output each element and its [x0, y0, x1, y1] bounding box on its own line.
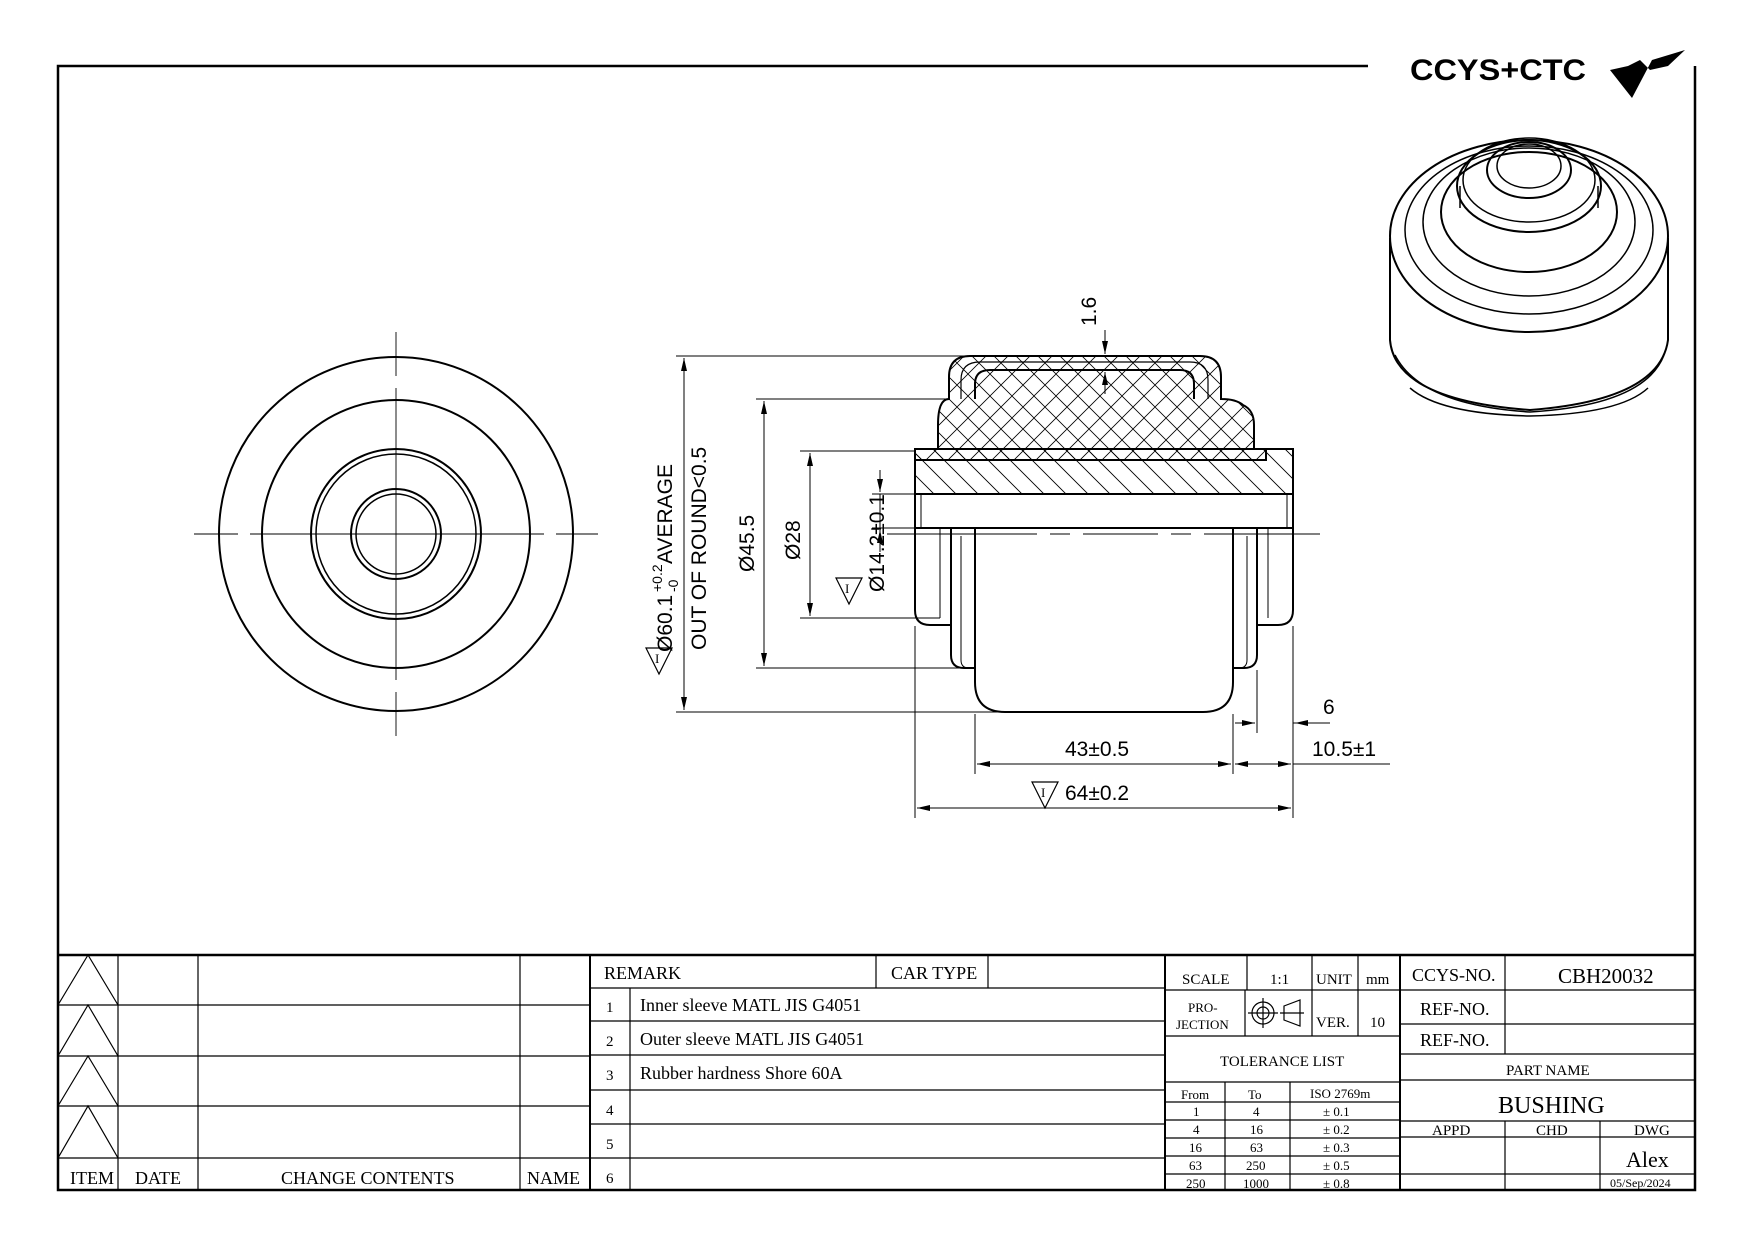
- dim-outer-tol-lower: -0: [665, 579, 681, 592]
- remark-no: 5: [606, 1137, 614, 1153]
- title-block: [57, 953, 1695, 1190]
- dwg-label: DWG: [1634, 1123, 1670, 1139]
- ver-value: 10: [1370, 1015, 1385, 1031]
- remark-label: REMARK: [604, 963, 681, 983]
- logo-emblem-icon: [1610, 50, 1685, 98]
- front-view: [194, 332, 598, 736]
- remarks-table: [590, 955, 1166, 1190]
- inspection-mark-icon: I: [1031, 781, 1059, 810]
- dim-28: Ø28: [782, 520, 805, 560]
- dimension-lines: [676, 330, 1390, 818]
- unit-value: mm: [1366, 972, 1390, 988]
- appd-label: APPD: [1432, 1123, 1471, 1139]
- dim-105: 10.5±1: [1312, 738, 1376, 761]
- inner-sleeve-section: [914, 448, 1294, 495]
- tol-to: 4: [1253, 1104, 1260, 1119]
- isometric-view: [1389, 137, 1669, 417]
- car-type-label: CAR TYPE: [891, 963, 977, 983]
- part-name-label: PART NAME: [1506, 1063, 1590, 1079]
- tol-value: ± 0.3: [1323, 1140, 1350, 1155]
- svg-text:I: I: [655, 651, 659, 666]
- ver-label: VER.: [1316, 1015, 1350, 1031]
- header-name: NAME: [527, 1168, 580, 1188]
- remark-no: 3: [606, 1068, 614, 1084]
- header-item: ITEM: [70, 1168, 114, 1188]
- tol-from: 4: [1193, 1122, 1200, 1137]
- dwg-name: Alex: [1626, 1147, 1669, 1172]
- header-change-contents: CHANGE CONTENTS: [281, 1168, 455, 1188]
- projection-label: PRO-: [1188, 1000, 1218, 1015]
- dim-outer-tol-upper: +0.2: [649, 564, 665, 592]
- tol-header-from: From: [1181, 1087, 1209, 1102]
- tol-value: ± 0.2: [1323, 1122, 1350, 1137]
- unit-label: UNIT: [1316, 972, 1352, 988]
- dimension-texts: Ø60.1 +0.2 -0 AVERAGE OUT OF ROUND<0.5 Ø…: [645, 297, 1376, 810]
- dim-142: Ø14.2±0.1: [866, 494, 889, 592]
- svg-text:I: I: [845, 581, 849, 596]
- revision-triangle-icon: [57, 953, 119, 1006]
- dim-outer-note: AVERAGE: [654, 464, 677, 564]
- ref-no-label: REF-NO.: [1420, 999, 1490, 1019]
- sheet-border: [56, 64, 1697, 1192]
- inspection-mark-icon: I: [645, 647, 673, 676]
- scale-label: SCALE: [1182, 972, 1230, 988]
- dim-455: Ø45.5: [736, 515, 759, 572]
- part-name-value: BUSHING: [1498, 1093, 1605, 1119]
- revision-triangle-icon: [57, 1003, 119, 1057]
- revision-triangle-icon: [57, 1104, 119, 1159]
- ccys-no-label: CCYS-NO.: [1412, 965, 1496, 985]
- dim-43: 43±0.5: [1065, 738, 1129, 761]
- tol-value: ± 0.1: [1323, 1104, 1350, 1119]
- remark-text: Inner sleeve MATL JIS G4051: [640, 995, 861, 1015]
- projection-label: JECTION: [1176, 1017, 1229, 1032]
- dim-outer-diameter: Ø60.1: [654, 595, 677, 652]
- remark-no: 6: [606, 1171, 614, 1187]
- svg-text:I: I: [1041, 785, 1045, 800]
- remark-no: 1: [606, 1000, 614, 1016]
- tol-to: 16: [1250, 1122, 1264, 1137]
- tolerance-title: TOLERANCE LIST: [1220, 1054, 1344, 1070]
- dim-out-of-round: OUT OF ROUND<0.5: [688, 447, 711, 650]
- company-logo: CCYS+CTC: [1410, 50, 1685, 98]
- tol-from: 16: [1189, 1140, 1203, 1155]
- dim-thickness: 1.6: [1078, 297, 1101, 326]
- chd-label: CHD: [1536, 1123, 1568, 1139]
- dim-64: 64±0.2: [1065, 782, 1129, 805]
- section-view: [887, 355, 1320, 713]
- ccys-no-value: CBH20032: [1558, 964, 1654, 988]
- tol-header-to: To: [1248, 1087, 1262, 1102]
- remark-no: 2: [606, 1034, 614, 1050]
- tol-to: 63: [1250, 1140, 1263, 1155]
- svg-text:CCYS+CTC: CCYS+CTC: [1410, 54, 1586, 87]
- scale-value: 1:1: [1270, 972, 1289, 988]
- tol-to: 250: [1246, 1158, 1266, 1173]
- header-date: DATE: [135, 1168, 181, 1188]
- change-table: [57, 953, 591, 1190]
- tol-to: 1000: [1243, 1176, 1269, 1191]
- tol-from: 1: [1193, 1104, 1200, 1119]
- part-table: [1400, 955, 1695, 1190]
- inspection-mark-icon: I: [835, 577, 863, 606]
- dwg-date: 05/Sep/2024: [1610, 1176, 1671, 1190]
- tol-value: ± 0.8: [1323, 1176, 1350, 1191]
- tol-value: ± 0.5: [1323, 1158, 1350, 1173]
- spec-table: [1165, 955, 1401, 1190]
- remark-text: Outer sleeve MATL JIS G4051: [640, 1029, 864, 1049]
- remark-text: Rubber hardness Shore 60A: [640, 1063, 842, 1083]
- remark-no: 4: [606, 1103, 614, 1119]
- tol-from: 250: [1186, 1176, 1206, 1191]
- tol-header-iso: ISO 2769m: [1310, 1086, 1370, 1101]
- tol-from: 63: [1189, 1158, 1202, 1173]
- rubber-section: [914, 355, 1267, 461]
- revision-triangle-icon: [57, 1054, 119, 1107]
- ref-no-label: REF-NO.: [1420, 1030, 1490, 1050]
- projection-symbol-icon: [1248, 998, 1304, 1028]
- title-block-texts: ITEM DATE CHANGE CONTENTS NAME REMARK CA…: [70, 963, 1671, 1191]
- svg-text:Ø60.1: Ø60.1: [654, 595, 677, 652]
- dim-6: 6: [1323, 696, 1335, 719]
